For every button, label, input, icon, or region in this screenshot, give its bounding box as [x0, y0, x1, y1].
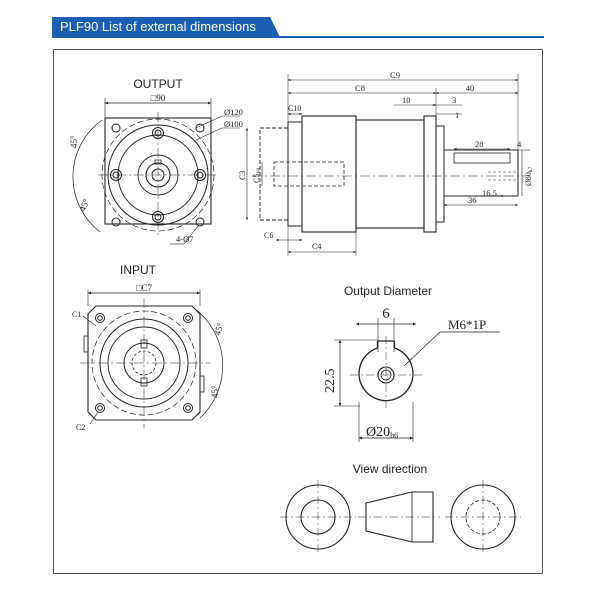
- output-keyway: [154, 159, 162, 165]
- output-angle-arc: [72, 119, 103, 233]
- side-view: C9 C8 40 10 3 1 C10 28: [238, 70, 534, 256]
- side-3-label: 3: [452, 95, 456, 105]
- side-phi80-label: Ø80h7: [524, 166, 534, 186]
- output-angle-top-label: 45°: [69, 135, 79, 148]
- side-shaft-key: [453, 152, 511, 164]
- side-c6-label: C6: [264, 231, 273, 240]
- input-angle-top-label: 45°: [212, 321, 225, 336]
- input-square-label: □C7: [136, 283, 152, 293]
- output-square-label: □90: [151, 93, 166, 103]
- header-rule: [52, 36, 544, 38]
- input-angle-bottom-label: 45°: [210, 385, 220, 398]
- side-36-label: 36: [468, 195, 477, 205]
- view-direction: View direction: [280, 462, 521, 554]
- side-c5-label: C5F8: [252, 168, 262, 183]
- drawing-frame: [53, 49, 543, 574]
- side-1-label: 1: [455, 110, 459, 120]
- output-view-title: OUTPUT: [133, 77, 183, 91]
- header-banner: [52, 17, 280, 37]
- side-output-pilot: [435, 125, 445, 223]
- side-gear-housing: [355, 119, 425, 229]
- side-c8-label: C8: [355, 83, 365, 93]
- input-angle-arc: [193, 307, 223, 419]
- header-banner-shape: [52, 17, 280, 37]
- input-c2-label: C2: [76, 423, 85, 432]
- output-diameter-height-label: 22.5: [323, 369, 338, 394]
- side-main-body: [301, 115, 357, 233]
- side-adapter-plate: [287, 121, 303, 227]
- side-c9-label: C9: [390, 70, 400, 80]
- input-c1-label: C1: [72, 310, 81, 319]
- input-view-title: INPUT: [120, 263, 157, 277]
- side-c10-label: C10: [288, 104, 301, 113]
- side-40-label: 40: [466, 83, 475, 93]
- page-title: PLF90 List of external dimensions: [60, 19, 256, 34]
- input-view: INPUT □C7 45° 45° C1: [72, 263, 225, 432]
- side-c3-label: C3: [238, 171, 247, 180]
- output-diameter-thread-label: M6*1P: [448, 317, 486, 332]
- output-diameter-title: Output Diameter: [344, 284, 432, 298]
- side-28-label: 28: [475, 139, 484, 149]
- side-16-5-label: 16.5: [482, 188, 497, 198]
- view-direction-title: View direction: [353, 462, 427, 476]
- side-10-label: 10: [402, 95, 411, 105]
- side-output-shaft: [443, 149, 519, 197]
- output-holes-label: 4-Ø7: [176, 234, 193, 244]
- side-input-bore: [273, 161, 345, 187]
- side-output-flange: [423, 115, 437, 233]
- input-bolt-holes: [95, 313, 193, 413]
- output-diameter-value-label: Ø20h6: [366, 425, 398, 440]
- output-view: OUTPUT □90 45° 45°: [69, 77, 243, 245]
- side-4-label: 4: [517, 139, 522, 149]
- output-inner-diameter-label: Ø100: [224, 119, 243, 129]
- output-outer-diameter-label: Ø120: [224, 107, 243, 117]
- output-diameter-width-label: 6: [382, 306, 390, 322]
- side-c4-label: C4: [312, 242, 321, 251]
- output-angle-bottom-label: 45°: [77, 197, 91, 213]
- output-diameter-view: Output Diameter 6 M6*1P 22.5 Ø20h6: [323, 284, 500, 442]
